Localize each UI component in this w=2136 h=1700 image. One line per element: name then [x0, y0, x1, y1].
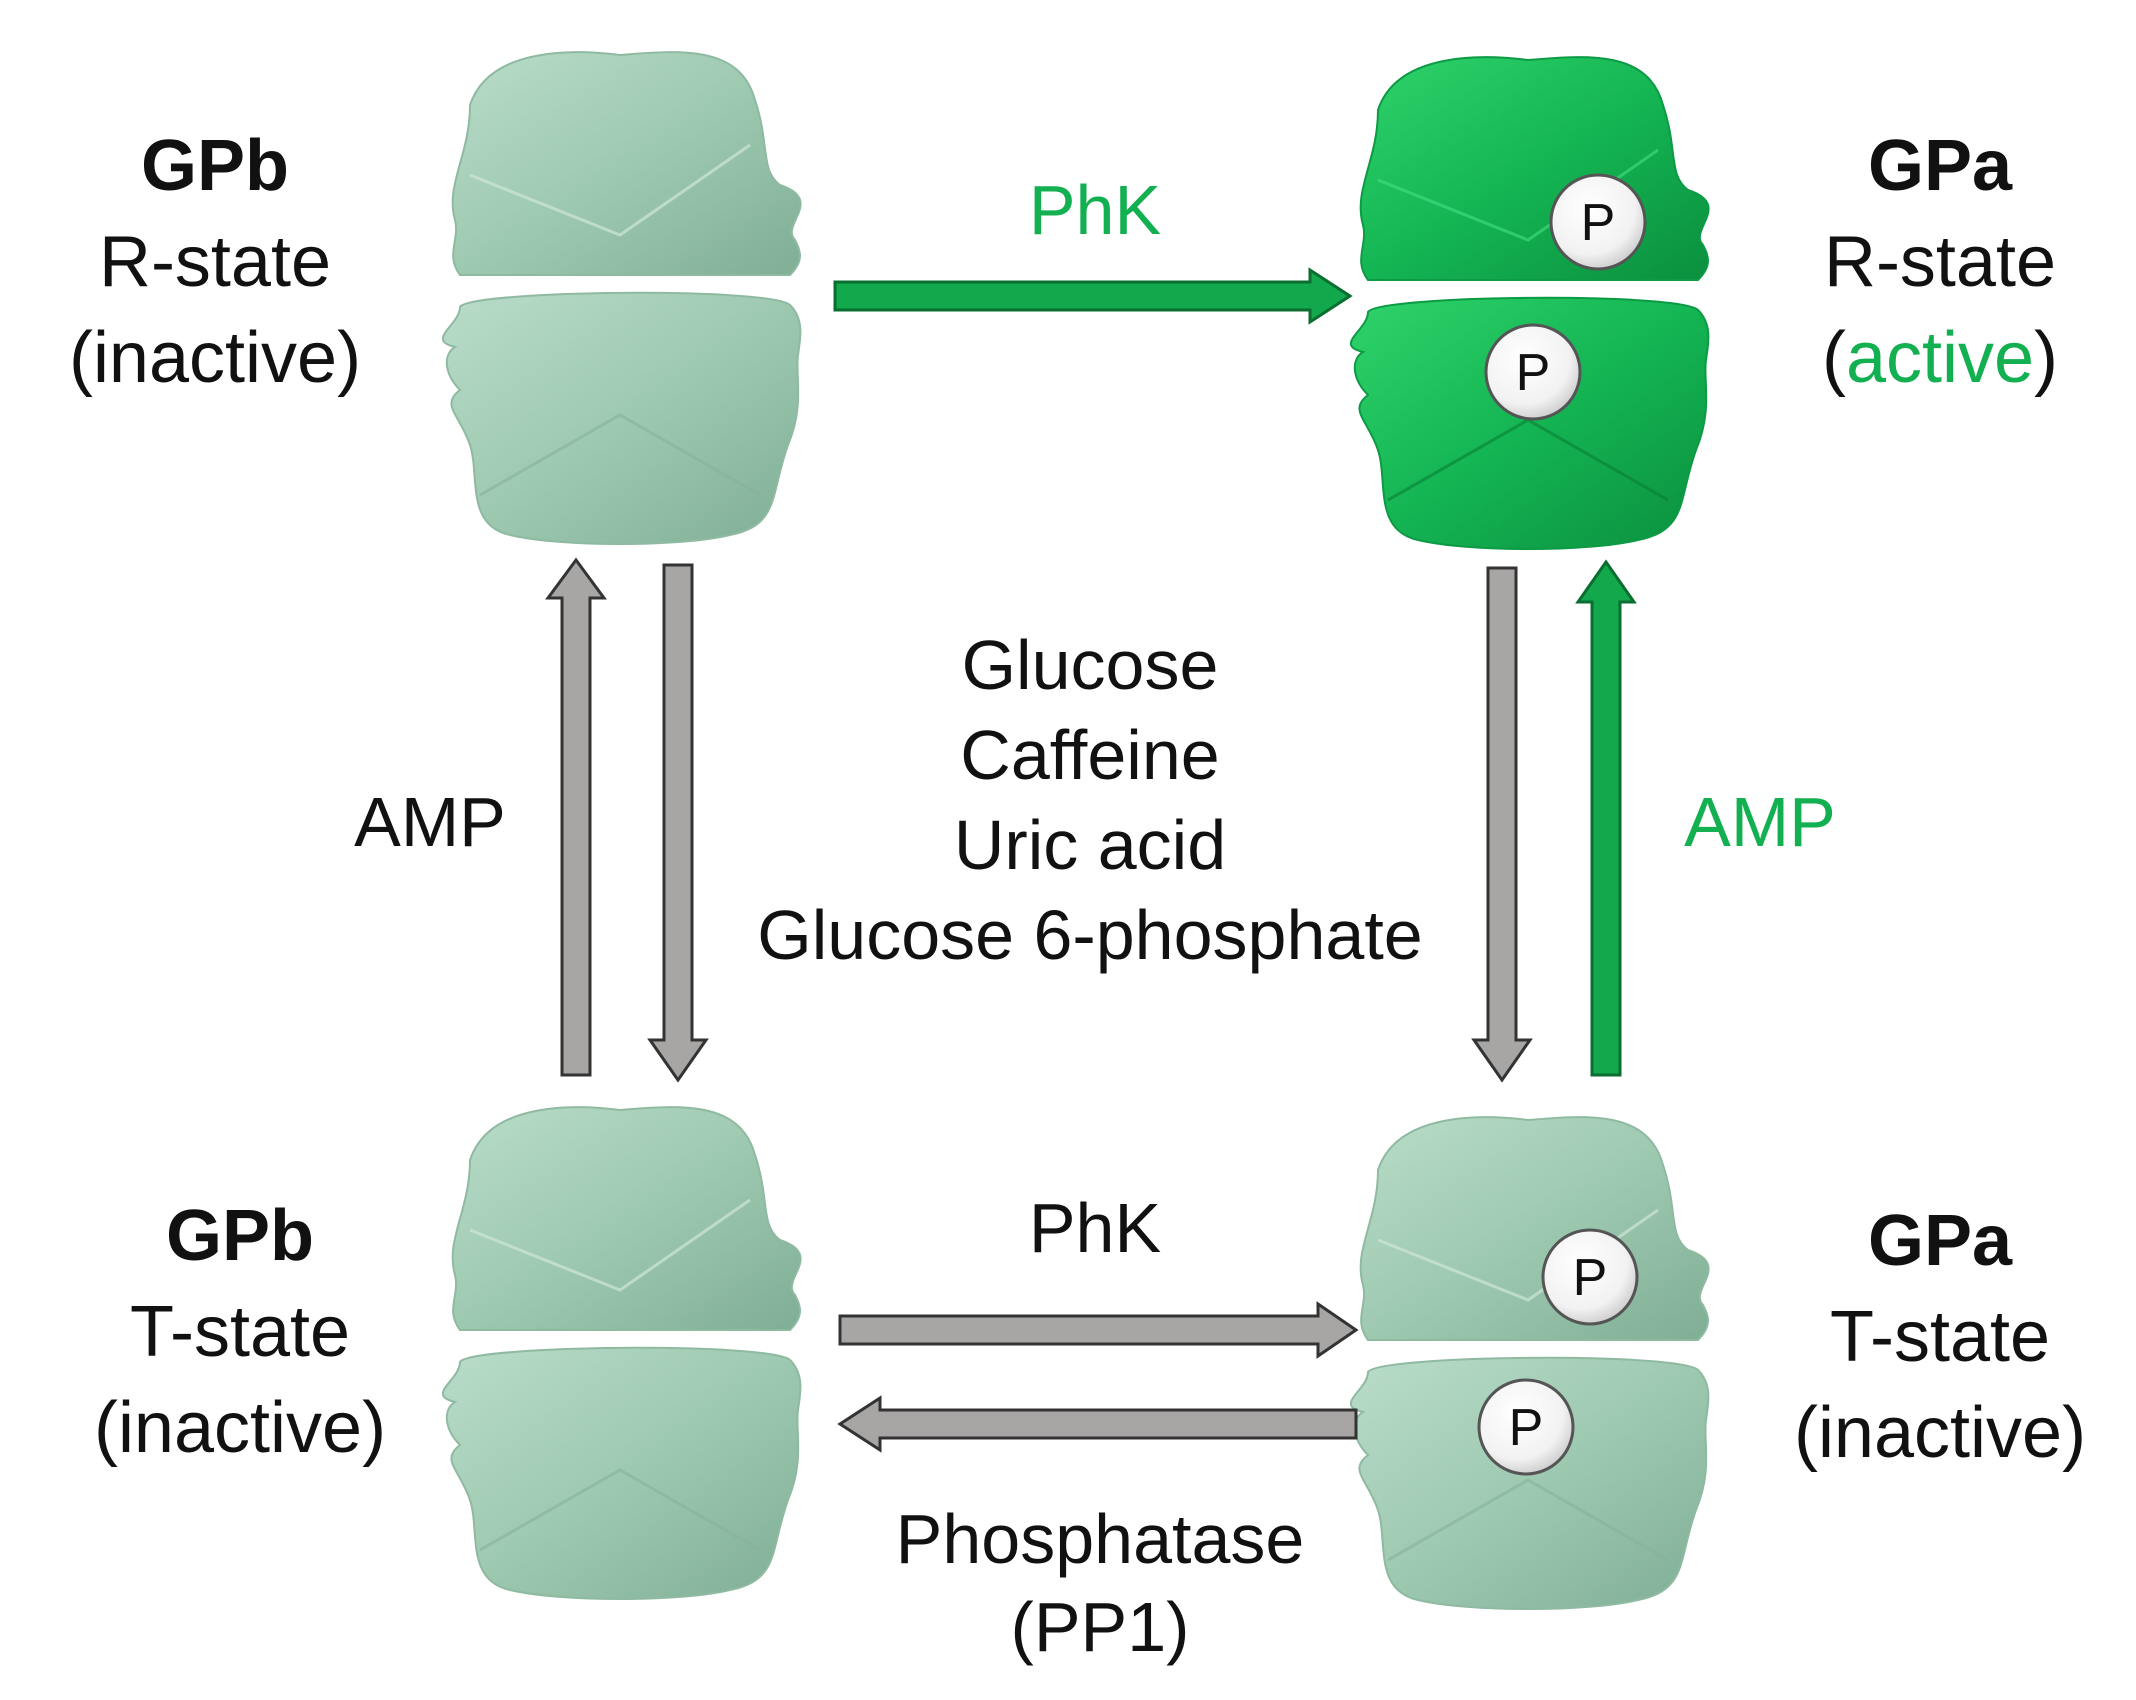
phospho-mark-gpa-r-lower: P [1484, 323, 1582, 421]
label-gpa-t-state-name: T-state [1829, 1297, 2051, 1377]
label-gpa-r-name: GPa [1867, 126, 2013, 206]
svg-text:P: P [1516, 344, 1551, 402]
label-gpa-t-state: GPa T-state (inactive) [1745, 1193, 2135, 1481]
protein-gpb-t-state [441, 1106, 802, 1600]
arrow-phk-bottom [838, 1301, 1359, 1359]
svg-text:P: P [1573, 1249, 1608, 1307]
label-phosphatase: Phosphatase (PP1) [895, 1500, 1305, 1666]
label-gpa-r-activity: (active) [1821, 318, 2059, 398]
arrow-phk-top [833, 267, 1353, 325]
svg-text:P: P [1509, 1399, 1544, 1457]
label-gpb-t-name: GPb [165, 1196, 314, 1276]
inhibitor-caffeine: Caffeine [960, 716, 1220, 794]
label-gpa-t-activity: (inactive) [1793, 1393, 2087, 1473]
label-gpb-r-state-name: R-state [98, 222, 332, 302]
svg-text:P: P [1581, 194, 1616, 252]
label-gpb-r-state: GPb R-state (inactive) [20, 118, 410, 406]
arrow-right-down [1471, 566, 1533, 1083]
arrow-left-up-amp [545, 557, 607, 1077]
arrow-right-up-amp [1575, 559, 1637, 1077]
label-gpa-r-state: GPa R-state (active) [1745, 118, 2135, 406]
label-phk-bottom: PhK [1028, 1189, 1162, 1267]
label-amp-right: AMP [1684, 783, 1836, 861]
phospho-mark-gpa-r-upper: P [1549, 173, 1647, 271]
label-gpa-r-state-name: R-state [1823, 222, 2057, 302]
inhibitor-glucose: Glucose [961, 626, 1219, 704]
label-gpa-t-name: GPa [1867, 1201, 2013, 1281]
label-amp-left: AMP [354, 783, 506, 861]
inhibitor-list: Glucose Caffeine Uric acid Glucose 6-pho… [700, 620, 1480, 980]
protein-gpa-t-state [1349, 1116, 1710, 1610]
label-gpb-t-state: GPb T-state (inactive) [45, 1188, 435, 1476]
inhibitor-uric-acid: Uric acid [953, 806, 1227, 884]
protein-gpb-r-state [441, 51, 802, 545]
label-phk-top: PhK [1028, 171, 1162, 249]
label-gpb-t-state-name: T-state [129, 1292, 351, 1372]
phospho-mark-gpa-t-upper: P [1541, 1228, 1639, 1326]
label-gpb-r-name: GPb [140, 126, 289, 206]
label-gpb-t-activity: (inactive) [93, 1388, 387, 1468]
phospho-mark-gpa-t-lower: P [1477, 1378, 1575, 1476]
inhibitor-glucose-6-phosphate: Glucose 6-phosphate [757, 896, 1423, 974]
label-gpb-r-activity: (inactive) [68, 318, 362, 398]
protein-gpa-r-state [1349, 56, 1710, 550]
arrow-phosphatase [837, 1395, 1358, 1453]
arrow-left-down [647, 563, 709, 1083]
